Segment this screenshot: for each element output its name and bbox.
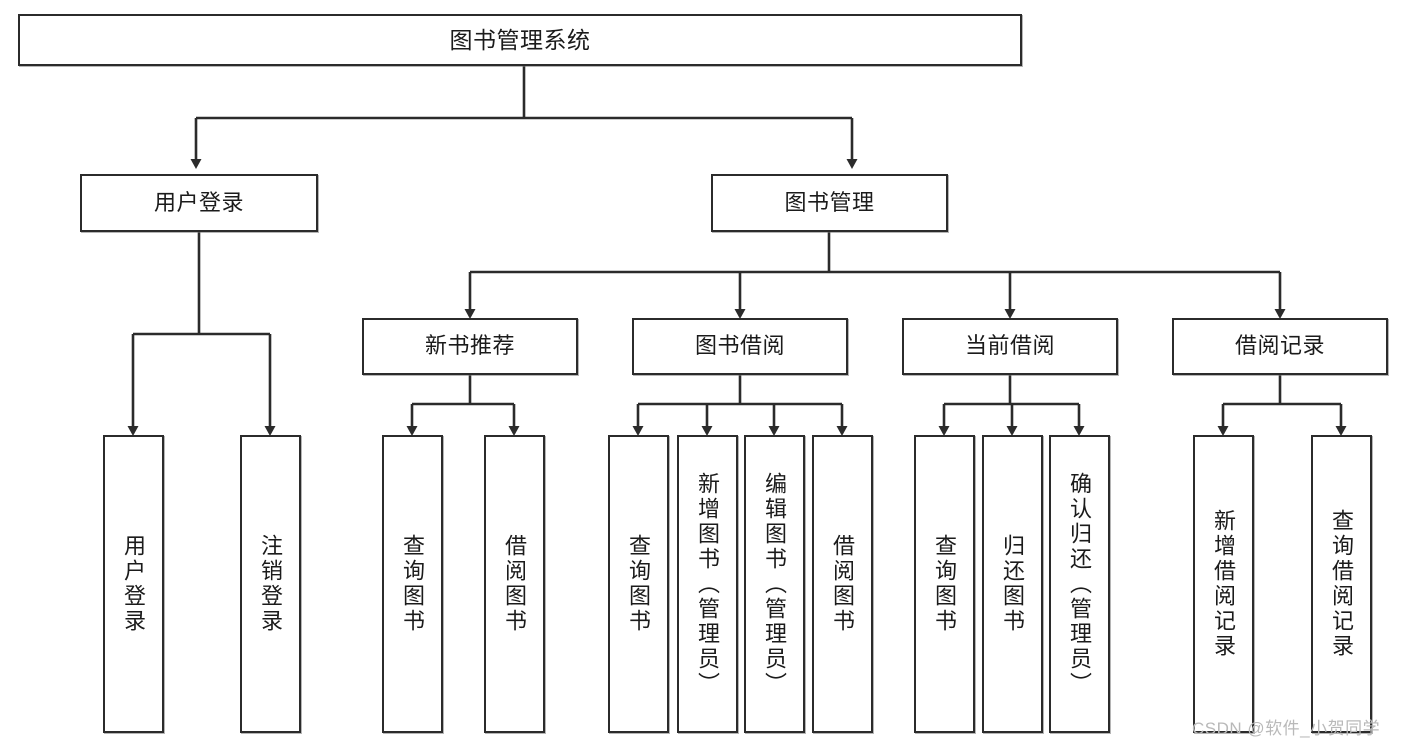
node-user-login[interactable]: 用户登录 [80, 174, 318, 232]
node-book-borrow-label: 图书借阅 [694, 333, 785, 359]
node-leaf-cur-query-label: 查询图书 [932, 534, 958, 634]
node-user-login-label: 用户登录 [153, 189, 244, 215]
node-leaf-rec-search[interactable]: 查询借阅记录 [1311, 435, 1372, 733]
csdn-watermark: CSDN @软件_小贺同学 [1192, 719, 1381, 738]
node-borrow-record-label: 借阅记录 [1234, 333, 1325, 359]
node-leaf-borrow-add[interactable]: 新增图书（管理员） [677, 435, 738, 733]
node-leaf-rec-query-label: 查询图书 [400, 534, 426, 634]
node-current-borrow-label: 当前借阅 [964, 333, 1055, 359]
node-leaf-user-login-label: 用户登录 [121, 534, 147, 634]
node-leaf-borrow-edit-label: 编辑图书（管理员） [762, 471, 788, 697]
node-leaf-rec-borrow[interactable]: 借阅图书 [484, 435, 545, 733]
node-leaf-borrow-query-label: 查询图书 [626, 534, 652, 634]
node-leaf-logout[interactable]: 注销登录 [240, 435, 301, 733]
node-leaf-borrow-edit[interactable]: 编辑图书（管理员） [744, 435, 805, 733]
node-new-book-rec[interactable]: 新书推荐 [362, 318, 578, 375]
node-leaf-borrow-add-label: 新增图书（管理员） [695, 471, 721, 697]
node-root[interactable]: 图书管理系统 [18, 14, 1022, 66]
node-leaf-cur-confirm-label: 确认归还（管理员） [1067, 471, 1093, 697]
node-leaf-user-login[interactable]: 用户登录 [103, 435, 164, 733]
node-leaf-borrow-query[interactable]: 查询图书 [608, 435, 669, 733]
node-leaf-rec-borrow-label: 借阅图书 [502, 534, 528, 634]
node-book-manage[interactable]: 图书管理 [711, 174, 948, 232]
node-leaf-logout-label: 注销登录 [258, 534, 284, 634]
node-leaf-cur-confirm[interactable]: 确认归还（管理员） [1049, 435, 1110, 733]
node-leaf-rec-add[interactable]: 新增借阅记录 [1193, 435, 1254, 733]
node-leaf-cur-return[interactable]: 归还图书 [982, 435, 1043, 733]
node-leaf-rec-add-label: 新增借阅记录 [1211, 509, 1237, 659]
node-leaf-rec-search-label: 查询借阅记录 [1329, 509, 1355, 659]
node-leaf-cur-return-label: 归还图书 [1000, 534, 1026, 634]
node-leaf-borrow-do-label: 借阅图书 [830, 534, 856, 634]
node-book-borrow[interactable]: 图书借阅 [632, 318, 848, 375]
node-book-manage-label: 图书管理 [784, 189, 875, 215]
node-new-book-rec-label: 新书推荐 [424, 333, 515, 359]
node-borrow-record[interactable]: 借阅记录 [1172, 318, 1388, 375]
node-root-label: 图书管理系统 [449, 26, 591, 53]
node-leaf-cur-query[interactable]: 查询图书 [914, 435, 975, 733]
node-leaf-rec-query[interactable]: 查询图书 [382, 435, 443, 733]
node-leaf-borrow-do[interactable]: 借阅图书 [812, 435, 873, 733]
node-current-borrow[interactable]: 当前借阅 [902, 318, 1118, 375]
